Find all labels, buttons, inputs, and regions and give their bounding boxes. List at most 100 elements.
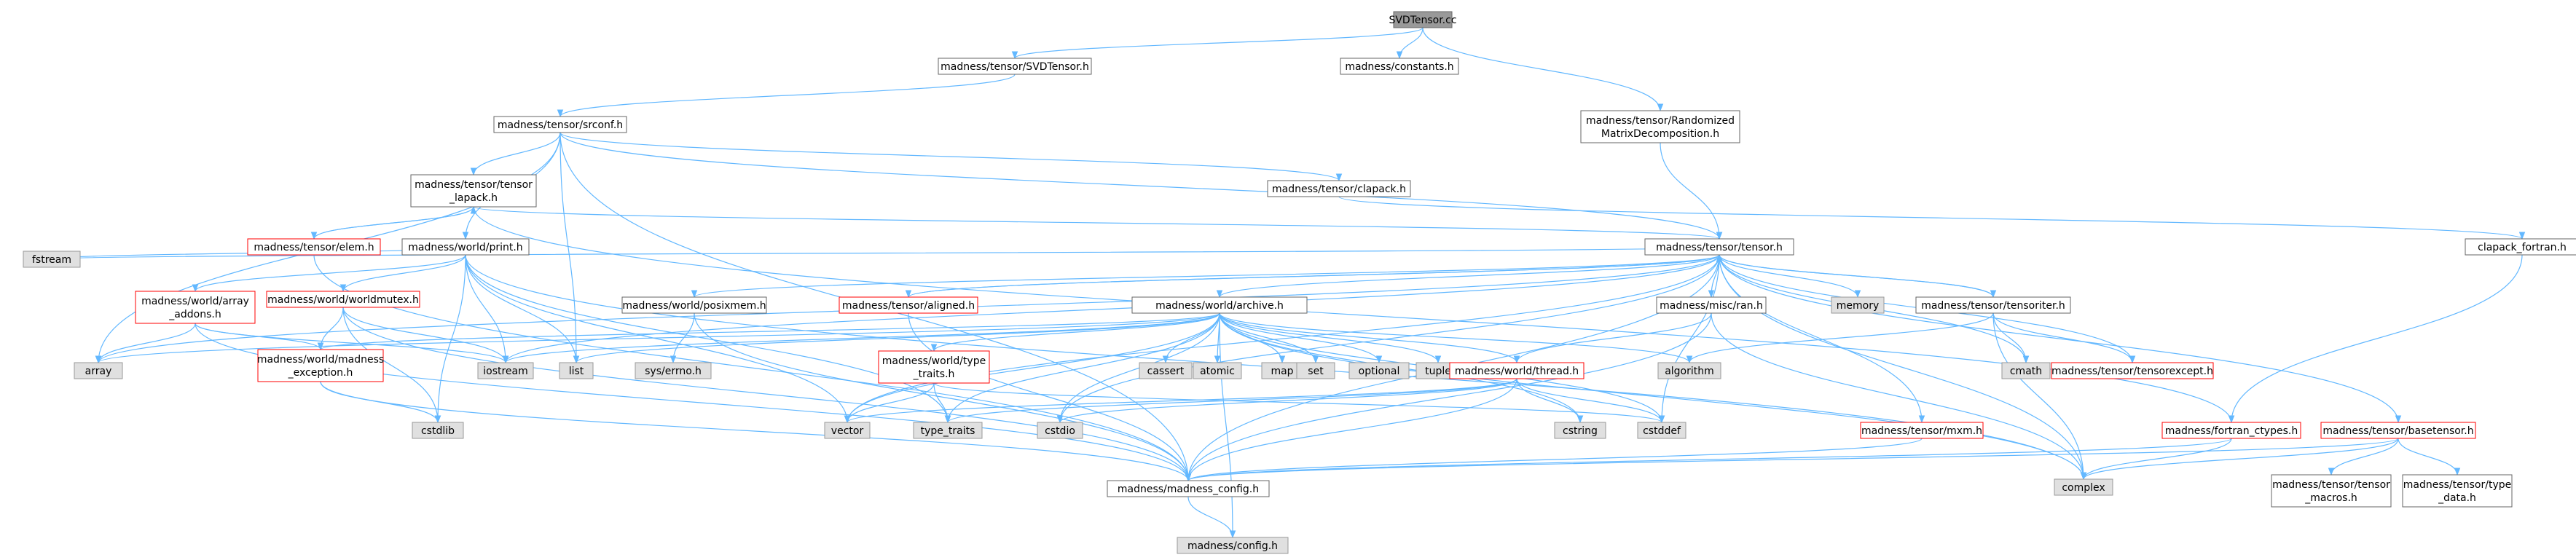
- node-elem-h[interactable]: madness/tensor/elem.h: [247, 238, 381, 256]
- edge-fortran_ctypes_h-to-madness_config_h: [1185, 438, 2232, 482]
- node-iostream[interactable]: iostream: [477, 362, 534, 379]
- edge-array_addons_h-to-madness_exception_h: [195, 323, 324, 351]
- node-ran-h[interactable]: madness/misc/ran.h: [1656, 296, 1767, 314]
- node-cmath[interactable]: cmath: [2001, 362, 2051, 379]
- node-label: madness/tensor/type: [2403, 479, 2511, 491]
- node-box: [23, 251, 81, 268]
- node-clapack-fortran-h[interactable]: clapack_fortran.h: [2465, 238, 2576, 256]
- node-tensorexcept-h[interactable]: madness/tensor/tensorexcept.h: [2051, 362, 2214, 379]
- node-box: [559, 362, 594, 379]
- edge-array_addons_h-to-madness_config_h: [195, 323, 1192, 482]
- node-worldmutex-h[interactable]: madness/world/worldmutex.h: [266, 291, 420, 308]
- edge-basetensor_h-to-type_data_h: [2398, 438, 2461, 476]
- node-box: [1139, 362, 1193, 379]
- node-label: vector: [831, 425, 864, 437]
- node-label: array: [85, 366, 112, 377]
- node-optional[interactable]: optional: [1348, 362, 1410, 379]
- node-svdtensor-cc[interactable]: SVDTensor.cc: [1389, 11, 1457, 28]
- node-archive-h[interactable]: madness/world/archive.h: [1131, 296, 1308, 314]
- edge-ran_h-to-complex: [1711, 312, 2087, 481]
- node-box: [266, 291, 420, 308]
- node-mxm-h[interactable]: madness/tensor/mxm.h: [1860, 422, 1984, 439]
- node-box: [1831, 296, 1885, 314]
- edge-tensor_h-to-memory: [1719, 254, 1861, 299]
- node-label: madness/tensor/elem.h: [254, 242, 374, 253]
- node-sys-errno-h[interactable]: sys/errno.h: [635, 362, 712, 379]
- edge-thread_h-to-cstring: [1516, 378, 1584, 424]
- node-label: madness/tensor/srconf.h: [498, 119, 623, 131]
- node-atomic[interactable]: atomic: [1193, 362, 1242, 379]
- node-label: SVDTensor.cc: [1389, 15, 1456, 26]
- node-type-data-h[interactable]: madness/tensor/type_data.h: [2402, 474, 2513, 508]
- node-label: clapack_fortran.h: [2478, 242, 2567, 253]
- node-box: [1915, 296, 2071, 314]
- node-array-addons-h[interactable]: madness/world/array_addons.h: [135, 291, 256, 324]
- node-box: [2051, 362, 2214, 379]
- node-memory[interactable]: memory: [1831, 296, 1885, 314]
- edge-tensor_h-to-posixmem_h: [691, 254, 1720, 299]
- node-label: madness/world/thread.h: [1455, 366, 1579, 377]
- node-complex[interactable]: complex: [2054, 478, 2113, 496]
- edge-type_traits_h-to-cstddef: [933, 382, 1665, 424]
- node-tensor-h[interactable]: madness/tensor/tensor.h: [1644, 238, 1794, 256]
- edge-print_h-to-worldmutex_h: [339, 254, 466, 293]
- node-label: set: [1308, 366, 1324, 377]
- node-label: cstdio: [1045, 425, 1075, 437]
- node-config-h[interactable]: madness/config.h: [1177, 537, 1289, 554]
- node-svdtensor-h[interactable]: madness/tensor/SVDTensor.h: [938, 58, 1092, 75]
- node-set[interactable]: set: [1296, 362, 1335, 379]
- node-madness-exception-h[interactable]: madness/world/madness_exception.h: [257, 349, 384, 382]
- node-cstdlib[interactable]: cstdlib: [412, 422, 464, 439]
- edge-elem_h-to-madness_config_h: [313, 254, 1192, 482]
- node-label: madness/tensor/tensorexcept.h: [2051, 366, 2213, 377]
- edge-archive_h-to-iostream: [502, 312, 1220, 364]
- edge-archive_h-to-type_traits_h: [930, 312, 1220, 352]
- node-madness-config-h[interactable]: madness/madness_config.h: [1107, 480, 1270, 497]
- node-label: madness/world/type: [882, 355, 986, 367]
- node-cstdio[interactable]: cstdio: [1037, 422, 1083, 439]
- node-box: [878, 350, 990, 384]
- node-algorithm[interactable]: algorithm: [1657, 362, 1721, 379]
- node-cstring[interactable]: cstring: [1554, 422, 1606, 439]
- node-label: MatrixDecomposition.h: [1601, 128, 1719, 140]
- node-cstddef[interactable]: cstddef: [1637, 422, 1686, 439]
- node-label: _exception.h: [288, 367, 353, 379]
- node-print-h[interactable]: madness/world/print.h: [401, 238, 530, 256]
- node-box: [1348, 362, 1410, 379]
- node-aligned-h[interactable]: madness/tensor/aligned.h: [839, 296, 978, 314]
- edge-mxm_h-to-madness_config_h: [1185, 438, 1923, 482]
- node-list[interactable]: list: [559, 362, 594, 379]
- node-posixmem-h[interactable]: madness/world/posixmem.h: [621, 296, 767, 314]
- edge-tensor_h-to-archive_h: [1216, 254, 1720, 299]
- node-randomized-h[interactable]: madness/tensor/RandomizedMatrixDecomposi…: [1580, 110, 1740, 143]
- node-box: [824, 422, 871, 439]
- node-fstream[interactable]: fstream: [23, 251, 81, 268]
- node-constants-h[interactable]: madness/constants.h: [1340, 58, 1459, 75]
- node-array[interactable]: array: [74, 362, 123, 379]
- node-basetensor-h[interactable]: madness/tensor/basetensor.h: [2320, 422, 2476, 439]
- node-clapack-h[interactable]: madness/tensor/clapack.h: [1267, 180, 1411, 197]
- edge-type_traits_h-to-type_traits: [933, 382, 951, 424]
- node-srconf-h[interactable]: madness/tensor/srconf.h: [493, 116, 627, 133]
- node-label: _data.h: [2438, 492, 2476, 504]
- node-label: type_traits: [921, 425, 975, 437]
- node-type-traits[interactable]: type_traits: [913, 422, 983, 439]
- node-type-traits-h[interactable]: madness/world/type_traits.h: [878, 350, 990, 384]
- edge-tensoriter_h-to-algorithm: [1686, 312, 1994, 364]
- node-label: madness/tensor/aligned.h: [842, 300, 975, 312]
- node-thread-h[interactable]: madness/world/thread.h: [1449, 362, 1585, 379]
- edge-ran_h-to-madness_config_h: [1185, 312, 1712, 482]
- node-label: madness/tensor/Randomized: [1586, 115, 1735, 127]
- edge-posixmem_h-to-sys_errno_h: [669, 312, 695, 364]
- node-fortran-ctypes-h[interactable]: madness/fortran_ctypes.h: [2161, 422, 2301, 439]
- node-box: [839, 296, 978, 314]
- edge-madness_exception_h-to-madness_config_h: [320, 381, 1192, 482]
- node-tensor-macros-h[interactable]: madness/tensor/tensor_macros.h: [2271, 474, 2392, 508]
- node-tensoriter-h[interactable]: madness/tensor/tensoriter.h: [1915, 296, 2071, 314]
- node-cassert[interactable]: cassert: [1139, 362, 1193, 379]
- edge-tensor_h-to-cstdio: [1056, 254, 1720, 424]
- node-label: madness/world/print.h: [408, 242, 522, 253]
- node-tensor-lapack-h[interactable]: madness/tensor/tensor_lapack.h: [410, 174, 537, 208]
- edge-print_h-to-vector: [465, 254, 851, 424]
- node-vector[interactable]: vector: [824, 422, 871, 439]
